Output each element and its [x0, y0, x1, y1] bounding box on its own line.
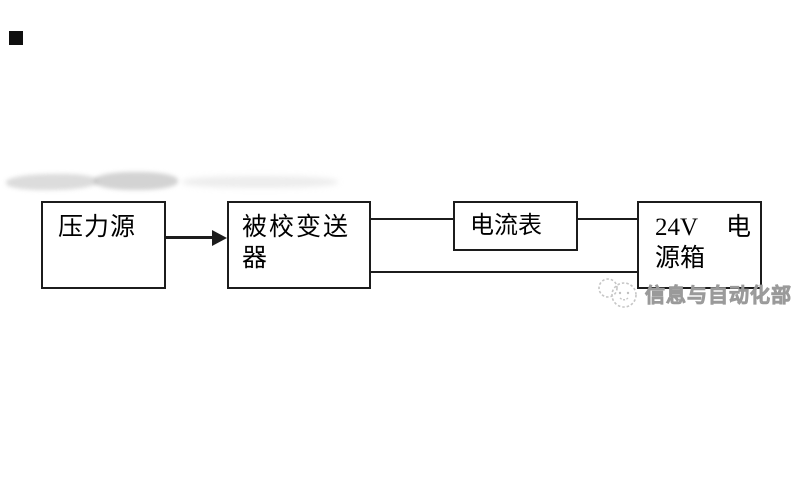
watermark-text: 信息与自动化部 [645, 284, 792, 307]
arrow-line-pressure-to-transmitter [166, 236, 213, 239]
black-square-artifact [9, 31, 23, 45]
smudge-artifact-left [5, 173, 99, 191]
smudge-artifact-mid [94, 172, 178, 190]
wire-transmitter-to-power-bottom [371, 271, 638, 273]
box-pressure-source-label: 压力源 [58, 214, 137, 241]
arrow-head-icon [212, 230, 227, 246]
box-transmitter: 被校变送 器 [227, 201, 371, 289]
box-ammeter-label: 电流表 [470, 213, 542, 239]
box-pressure-source: 压力源 [41, 201, 166, 289]
box-ammeter: 电流表 [453, 201, 578, 251]
watermark: 信息与自动化部 [595, 277, 792, 309]
cat-face-logo-icon [598, 278, 637, 308]
smudge-artifact-right [182, 176, 338, 188]
box-power-supply-label-24v: 24V [655, 214, 699, 241]
box-power-supply: 24V 电 源箱 [637, 201, 762, 289]
box-transmitter-label-line2: 器 [242, 245, 268, 272]
wire-ammeter-to-power [577, 218, 638, 220]
wire-transmitter-to-ammeter [371, 218, 454, 220]
box-power-supply-label-dian: 电 [725, 214, 751, 241]
box-power-supply-label-line2: 源箱 [655, 245, 706, 272]
box-transmitter-label-line1: 被校变送 [242, 214, 351, 241]
